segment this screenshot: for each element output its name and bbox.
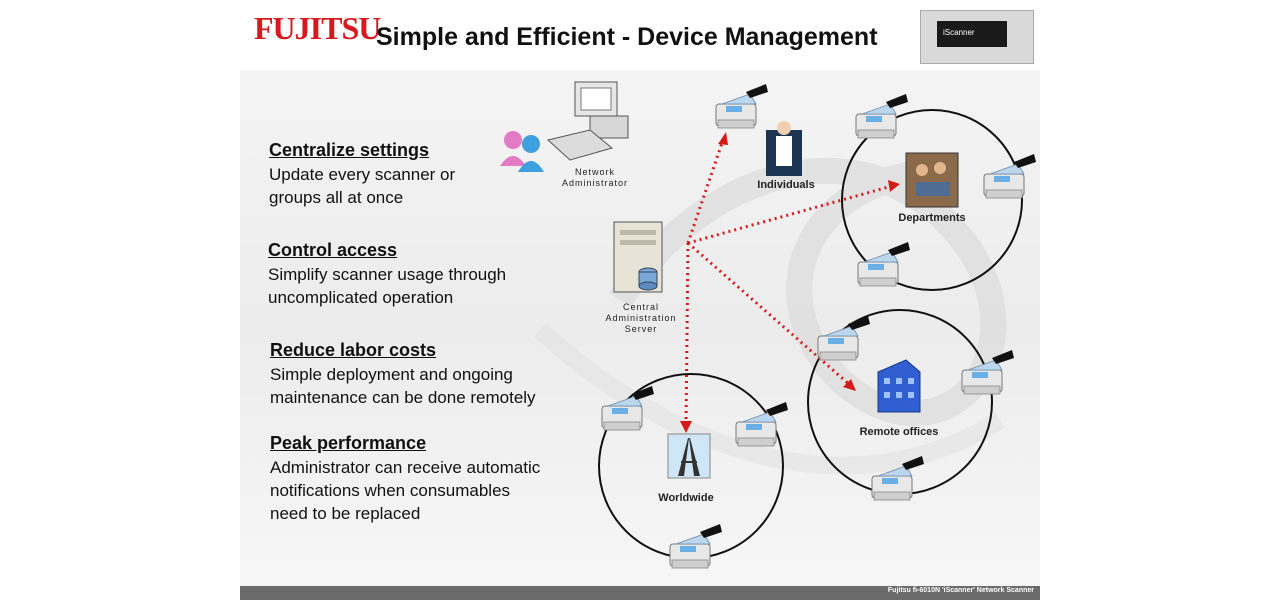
scanner-icon: [601, 385, 655, 431]
bullet-line: Administrator can receive automatic: [270, 458, 541, 477]
bullet-line: notifications when consumables: [270, 481, 511, 500]
scanner-icon: [857, 241, 911, 287]
individuals-icon: [766, 121, 802, 176]
server-icon: [613, 221, 663, 293]
slide-title: Simple and Efficient - Device Management: [376, 23, 878, 51]
bullet-line: Update every scanner or: [269, 165, 456, 184]
remote-offices-label: Remote offices: [859, 426, 939, 438]
footer-bar: Fujitsu fi-6010N 'iScanner' Network Scan…: [240, 586, 1040, 600]
worldwide-label: Worldwide: [658, 492, 714, 504]
network-diagram: [500, 81, 1037, 569]
individuals-label: Individuals: [757, 179, 815, 191]
departments-label: Departments: [898, 212, 966, 224]
bullet-heading: Centralize settings: [269, 140, 430, 160]
bullet-centralize: Centralize settings Update every scanner…: [269, 140, 599, 209]
bullet-line: maintenance can be done remotely: [270, 388, 536, 407]
header: FUJITSU Simple and Efficient - Device Ma…: [240, 0, 1040, 70]
users-icon: [500, 131, 544, 172]
fujitsu-logo: FUJITSU: [254, 10, 381, 46]
bullet-heading: Reduce labor costs: [270, 340, 437, 360]
slide: FUJITSU Simple and Efficient - Device Ma…: [240, 0, 1040, 600]
scanner-icon: [961, 349, 1015, 395]
bullet-line: Simple deployment and ongoing: [270, 365, 513, 384]
footer-text: Fujitsu fi-6010N 'iScanner' Network Scan…: [887, 587, 1034, 594]
bullet-heading: Peak performance: [270, 433, 427, 453]
departments-ring: [841, 109, 1023, 291]
departments-icon: [905, 152, 959, 208]
connection-arrows: [684, 139, 893, 426]
bullet-line: need to be replaced: [270, 504, 421, 523]
bullet-line: Simplify scanner usage through: [268, 265, 507, 284]
network-admin-label: Network Administrator: [561, 167, 628, 188]
building-icon: [877, 359, 921, 413]
arrow-heads: [680, 132, 900, 433]
bullet-reduce: Reduce labor costs Simple deployment and…: [270, 340, 600, 409]
scanner-screen: iScanner: [937, 21, 1007, 47]
scanner-icon: [983, 153, 1037, 199]
scanner-screen-text: iScanner: [943, 28, 975, 37]
scanner-icon: [669, 523, 723, 569]
bullet-heading: Control access: [268, 240, 398, 260]
bullet-control: Control access Simplify scanner usage th…: [268, 240, 598, 309]
scanner-icon: [715, 83, 769, 129]
scanner-icon: [817, 315, 871, 361]
server-label: Central Administration Server: [605, 302, 677, 334]
bullet-line: groups all at once: [269, 188, 404, 207]
eiffel-tower-icon: [667, 433, 711, 479]
scanner-thumbnail: iScanner: [920, 10, 1034, 64]
bullet-peak: Peak performance Administrator can recei…: [270, 433, 600, 525]
computer-icon: [546, 81, 629, 161]
bullet-line: uncomplicated operation: [268, 288, 454, 307]
